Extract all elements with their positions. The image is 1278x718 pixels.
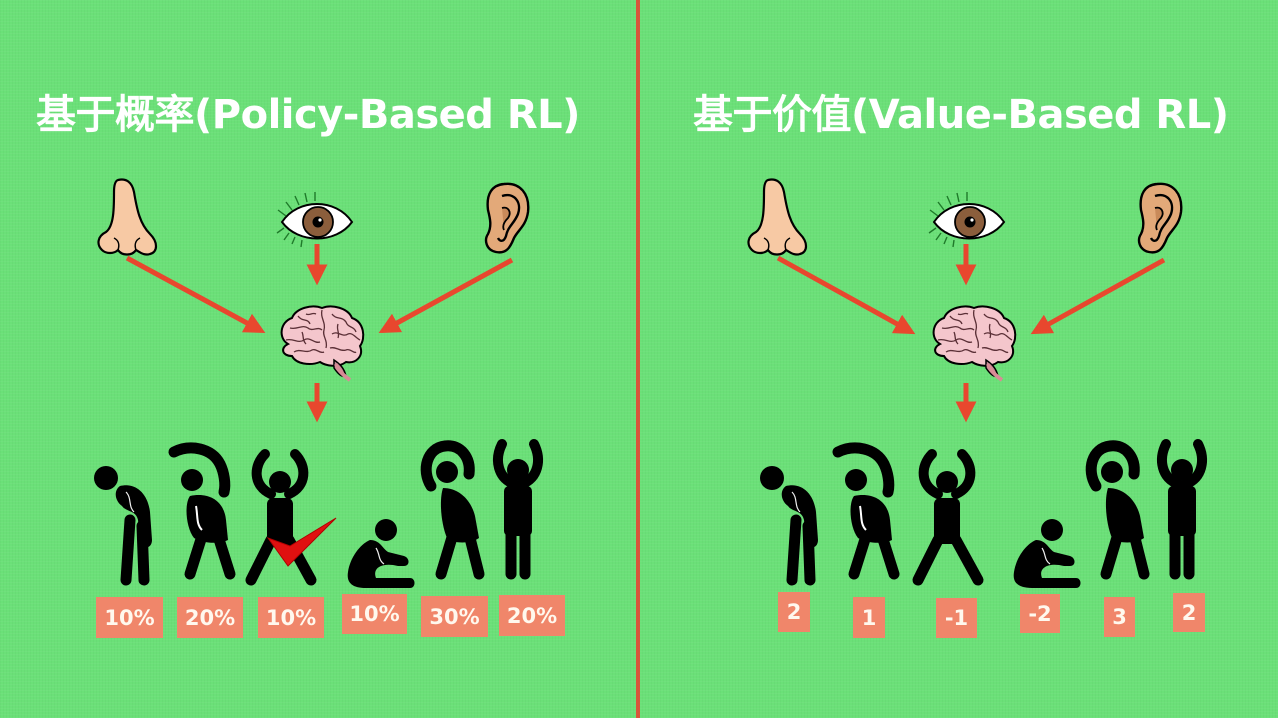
checkmark-icon <box>266 517 337 567</box>
bend-forward-figure <box>758 446 822 582</box>
seated-stretch-figure <box>1013 518 1082 589</box>
input-arrows <box>125 244 514 423</box>
panel-divider <box>636 0 640 718</box>
arms-up-standing-figure <box>1158 440 1208 580</box>
action-probability-label: 20% <box>499 595 565 636</box>
side-stretch-figure <box>168 440 238 580</box>
action-value-label: -2 <box>1020 594 1060 633</box>
arrow-nose-to-brain <box>125 255 266 334</box>
input-arrows <box>776 244 1166 423</box>
value-based-panel: 基于价值(Value-Based RL) 2 1 -1 -2 3 2 <box>640 0 1278 718</box>
action-probability-label: 10% <box>342 594 407 634</box>
arrow-ear-to-brain <box>378 257 514 334</box>
arms-up-standing-figure <box>494 440 544 580</box>
action-probability-label: 10% <box>96 597 163 638</box>
side-bend-figure <box>1082 440 1152 580</box>
action-value-label: 3 <box>1104 597 1135 637</box>
action-value-label: -1 <box>936 598 977 638</box>
value-based-title: 基于价值(Value-Based RL) <box>693 92 1229 138</box>
policy-based-title: 基于概率(Policy-Based RL) <box>36 92 580 138</box>
arrow-nose-to-brain <box>776 255 916 335</box>
action-probability-label: 20% <box>177 597 243 638</box>
seated-stretch-figure <box>347 518 416 589</box>
side-bend-figure <box>417 440 487 580</box>
bend-forward-figure <box>92 446 156 582</box>
arrow-ear-to-brain <box>1030 257 1166 335</box>
action-probability-label: 10% <box>258 597 324 638</box>
policy-based-panel: 基于概率(Policy-Based RL) 10% 20% 10% 10% 30… <box>0 0 636 718</box>
action-probability-label: 30% <box>421 596 488 637</box>
side-stretch-figure <box>832 440 902 580</box>
action-value-label: 1 <box>853 597 885 638</box>
action-value-label: 2 <box>778 592 810 632</box>
action-value-label: 2 <box>1173 593 1205 632</box>
arms-up-wide-stance-figure <box>912 450 986 584</box>
